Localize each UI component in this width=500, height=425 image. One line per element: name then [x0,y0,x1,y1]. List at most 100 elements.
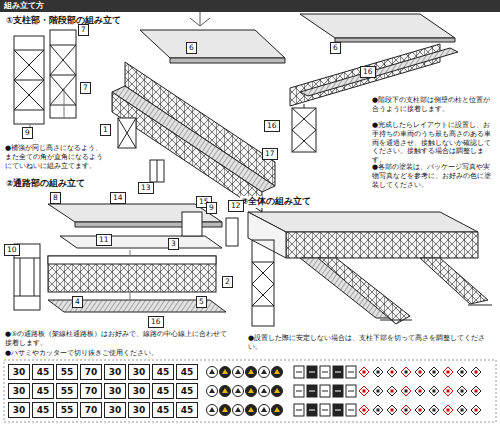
line-art [359,367,369,377]
line-art [220,405,231,416]
line-art [309,410,315,411]
line-art [363,409,366,412]
line-art [307,404,317,416]
assembly-note: ●各部の塗装は、パッケージ写真や実物写真などを参考に、お好みの色に塗装してくださ… [372,163,494,189]
line-art [333,385,343,397]
stair-assembly [112,12,285,212]
assembly-note: ●階段下の支柱部は側壁の柱と位置が合うように接着します。 [372,96,494,114]
line-art [235,407,241,412]
line-art [320,404,330,416]
speed-sign: 30 [104,402,126,418]
line-art [419,371,422,374]
line-art [373,386,383,396]
line-art [246,367,257,378]
callout-number: 16 [360,66,376,78]
line-art [307,366,317,378]
line-art [48,256,216,264]
line-art [401,367,411,377]
speed-sign: 30 [8,364,30,380]
line-art [294,404,304,416]
line-art [461,409,464,412]
line-art [377,409,380,412]
line-art [401,405,411,415]
line-art [48,256,216,292]
callout-number: 9 [22,127,33,139]
line-art [220,367,231,378]
line-art [222,407,228,412]
line-art [471,386,481,396]
line-art [294,366,304,378]
line-art [373,405,383,415]
line-art [429,405,439,415]
assembly-note: ●完成したらレイアウトに設置し、お手持ちの車両のうち最も高さのある車両を通過させ… [372,121,494,165]
line-art [320,385,330,397]
line-art [335,391,341,392]
line-art [391,371,394,374]
speed-sign: 30 [128,402,150,418]
sign-symbols [207,366,482,416]
line-art [207,405,218,416]
line-art [233,367,244,378]
speed-sign: 30 [128,383,150,399]
assembly-note: ●設置した際に安定しない場合は、支柱下部を切って高さを調整してください。 [248,334,492,352]
line-art [261,407,267,412]
line-art [296,372,302,373]
line-art [415,367,425,377]
line-art [130,250,131,300]
line-art [50,45,76,105]
callout-number: 13 [138,182,154,194]
step-heading: ③全体の組み立て [240,196,312,208]
callout-number: 6 [330,42,341,54]
line-art [443,386,453,396]
line-art [14,258,40,296]
line-art [248,212,286,258]
line-art [112,92,262,212]
line-art [387,367,397,377]
line-art [300,14,455,38]
line-art [405,409,408,412]
speed-sign: 70 [80,402,102,418]
line-art [294,385,304,397]
line-art [429,367,439,377]
line-art [226,218,238,246]
callout-number: 3 [168,238,179,250]
line-art [335,38,455,42]
line-art [307,385,317,397]
bridge-assembly [248,212,492,326]
line-art [333,366,343,378]
line-art [380,305,492,320]
line-art [457,386,467,396]
speed-sign: 55 [56,383,78,399]
line-art [405,371,408,374]
line-art [415,405,425,415]
speed-sign: 45 [32,364,54,380]
line-art [348,372,354,373]
line-art [182,212,202,236]
speed-sign: 70 [80,383,102,399]
line-art [457,405,467,415]
line-art [157,160,158,182]
line-art [170,58,285,63]
callout-number: 16 [264,120,280,132]
line-art [233,405,244,416]
speed-sign: 45 [176,383,198,399]
line-art [320,366,330,378]
line-art [433,371,436,374]
line-art [304,104,305,108]
assembly-note: ●⑤の通路板（架線柱通路板）はお好みで、線路の中心線上に合わせて接着します。 [5,330,231,348]
walkway-parts [14,204,238,312]
assembly-note: ●ハサミやカッターで切り抜きご使用ください。 [5,349,158,358]
callout-number: 2 [222,276,233,288]
line-art [346,404,356,416]
speed-sign: 30 [8,383,30,399]
line-art [14,50,44,110]
line-art [30,88,64,128]
line-art [261,388,267,393]
line-art [335,410,341,411]
line-art [447,371,450,374]
line-art [377,371,380,374]
line-art [419,409,422,412]
line-art [14,36,44,124]
